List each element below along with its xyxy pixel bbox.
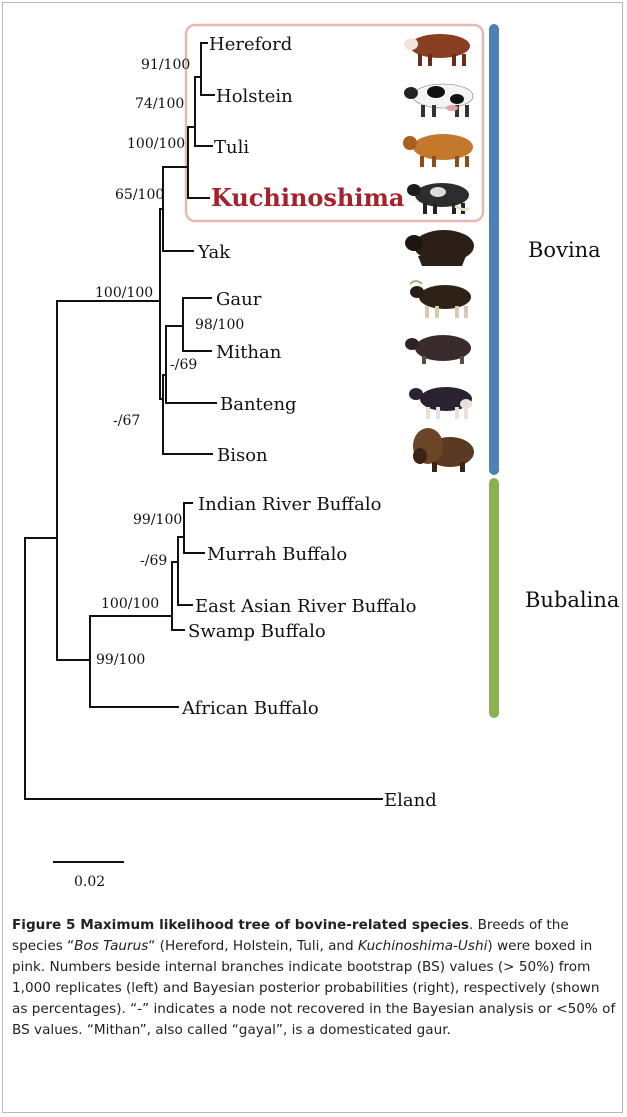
support-with-bison: -/67 <box>113 413 140 429</box>
scale-label: 0.02 <box>74 874 105 890</box>
support-indian-murrah: 99/100 <box>133 512 182 528</box>
taxon-swamp-buffalo: Swamp Buffalo <box>188 621 326 642</box>
banteng-image <box>409 387 472 419</box>
support-with-east-asian: -/69 <box>140 553 167 569</box>
group-label-bubalina: Bubalina <box>525 588 619 612</box>
caption-title: Figure 5 Maximum likelihood tree of bovi… <box>12 917 469 933</box>
support-river-buffalo: 100/100 <box>101 596 159 612</box>
taxon-african-buffalo: African Buffalo <box>181 698 319 719</box>
tuli-image <box>403 134 473 167</box>
taxon-indian-river-buffalo: Indian River Buffalo <box>198 494 381 515</box>
taxon-kuchinoshima: Kuchinoshima <box>211 183 404 212</box>
phylogenetic-tree: Hereford Holstein Tuli Kuchinoshima Yak … <box>0 0 627 910</box>
taxon-hereford: Hereford <box>209 34 292 55</box>
support-bovina: 100/100 <box>95 285 153 301</box>
support-hereford-holstein: 91/100 <box>141 57 190 73</box>
taxon-east-asian-river-buffalo: East Asian River Buffalo <box>195 596 417 617</box>
caption-period: . <box>469 917 473 933</box>
bubalina-bar <box>489 478 499 718</box>
caption-text-b: “ (Hereford, Holstein, Tuli, and <box>148 938 353 954</box>
kuchinoshima-image <box>407 183 469 214</box>
animal-images <box>403 34 474 472</box>
bison-image <box>413 428 474 472</box>
taxon-bison: Bison <box>217 445 268 466</box>
support-with-yak: 65/100 <box>115 187 164 203</box>
group-label-bovina: Bovina <box>528 238 601 262</box>
taxon-eland: Eland <box>384 790 437 811</box>
caption-breed-name: Kuchinoshima-Ushi <box>358 938 487 954</box>
taxon-holstein: Holstein <box>216 86 293 107</box>
tree-branches <box>25 43 382 799</box>
support-with-banteng: -/69 <box>170 357 197 373</box>
taxon-labels: Hereford Holstein Tuli Kuchinoshima Yak … <box>181 34 437 811</box>
holstein-image <box>404 84 473 117</box>
taxon-mithan: Mithan <box>216 342 282 363</box>
taxon-gaur: Gaur <box>216 289 262 310</box>
scale-bar: 0.02 <box>53 862 124 890</box>
support-with-tuli: 74/100 <box>135 96 184 112</box>
support-bubalina: 99/100 <box>96 652 145 668</box>
yak-image <box>405 230 474 266</box>
taxon-yak: Yak <box>197 242 231 263</box>
gaur-image <box>410 281 471 318</box>
figure-caption: Figure 5 Maximum likelihood tree of bovi… <box>12 915 617 1041</box>
taxon-murrah-buffalo: Murrah Buffalo <box>207 544 347 565</box>
support-with-kuchinoshima: 100/100 <box>127 136 185 152</box>
bovina-bar <box>489 24 499 475</box>
mithan-image <box>405 335 471 364</box>
support-gaur-mithan: 98/100 <box>195 317 244 333</box>
taxon-banteng: Banteng <box>220 394 297 415</box>
hereford-image <box>404 34 470 66</box>
taxon-tuli: Tuli <box>214 137 249 158</box>
caption-species-name: Bos Taurus <box>74 938 148 954</box>
